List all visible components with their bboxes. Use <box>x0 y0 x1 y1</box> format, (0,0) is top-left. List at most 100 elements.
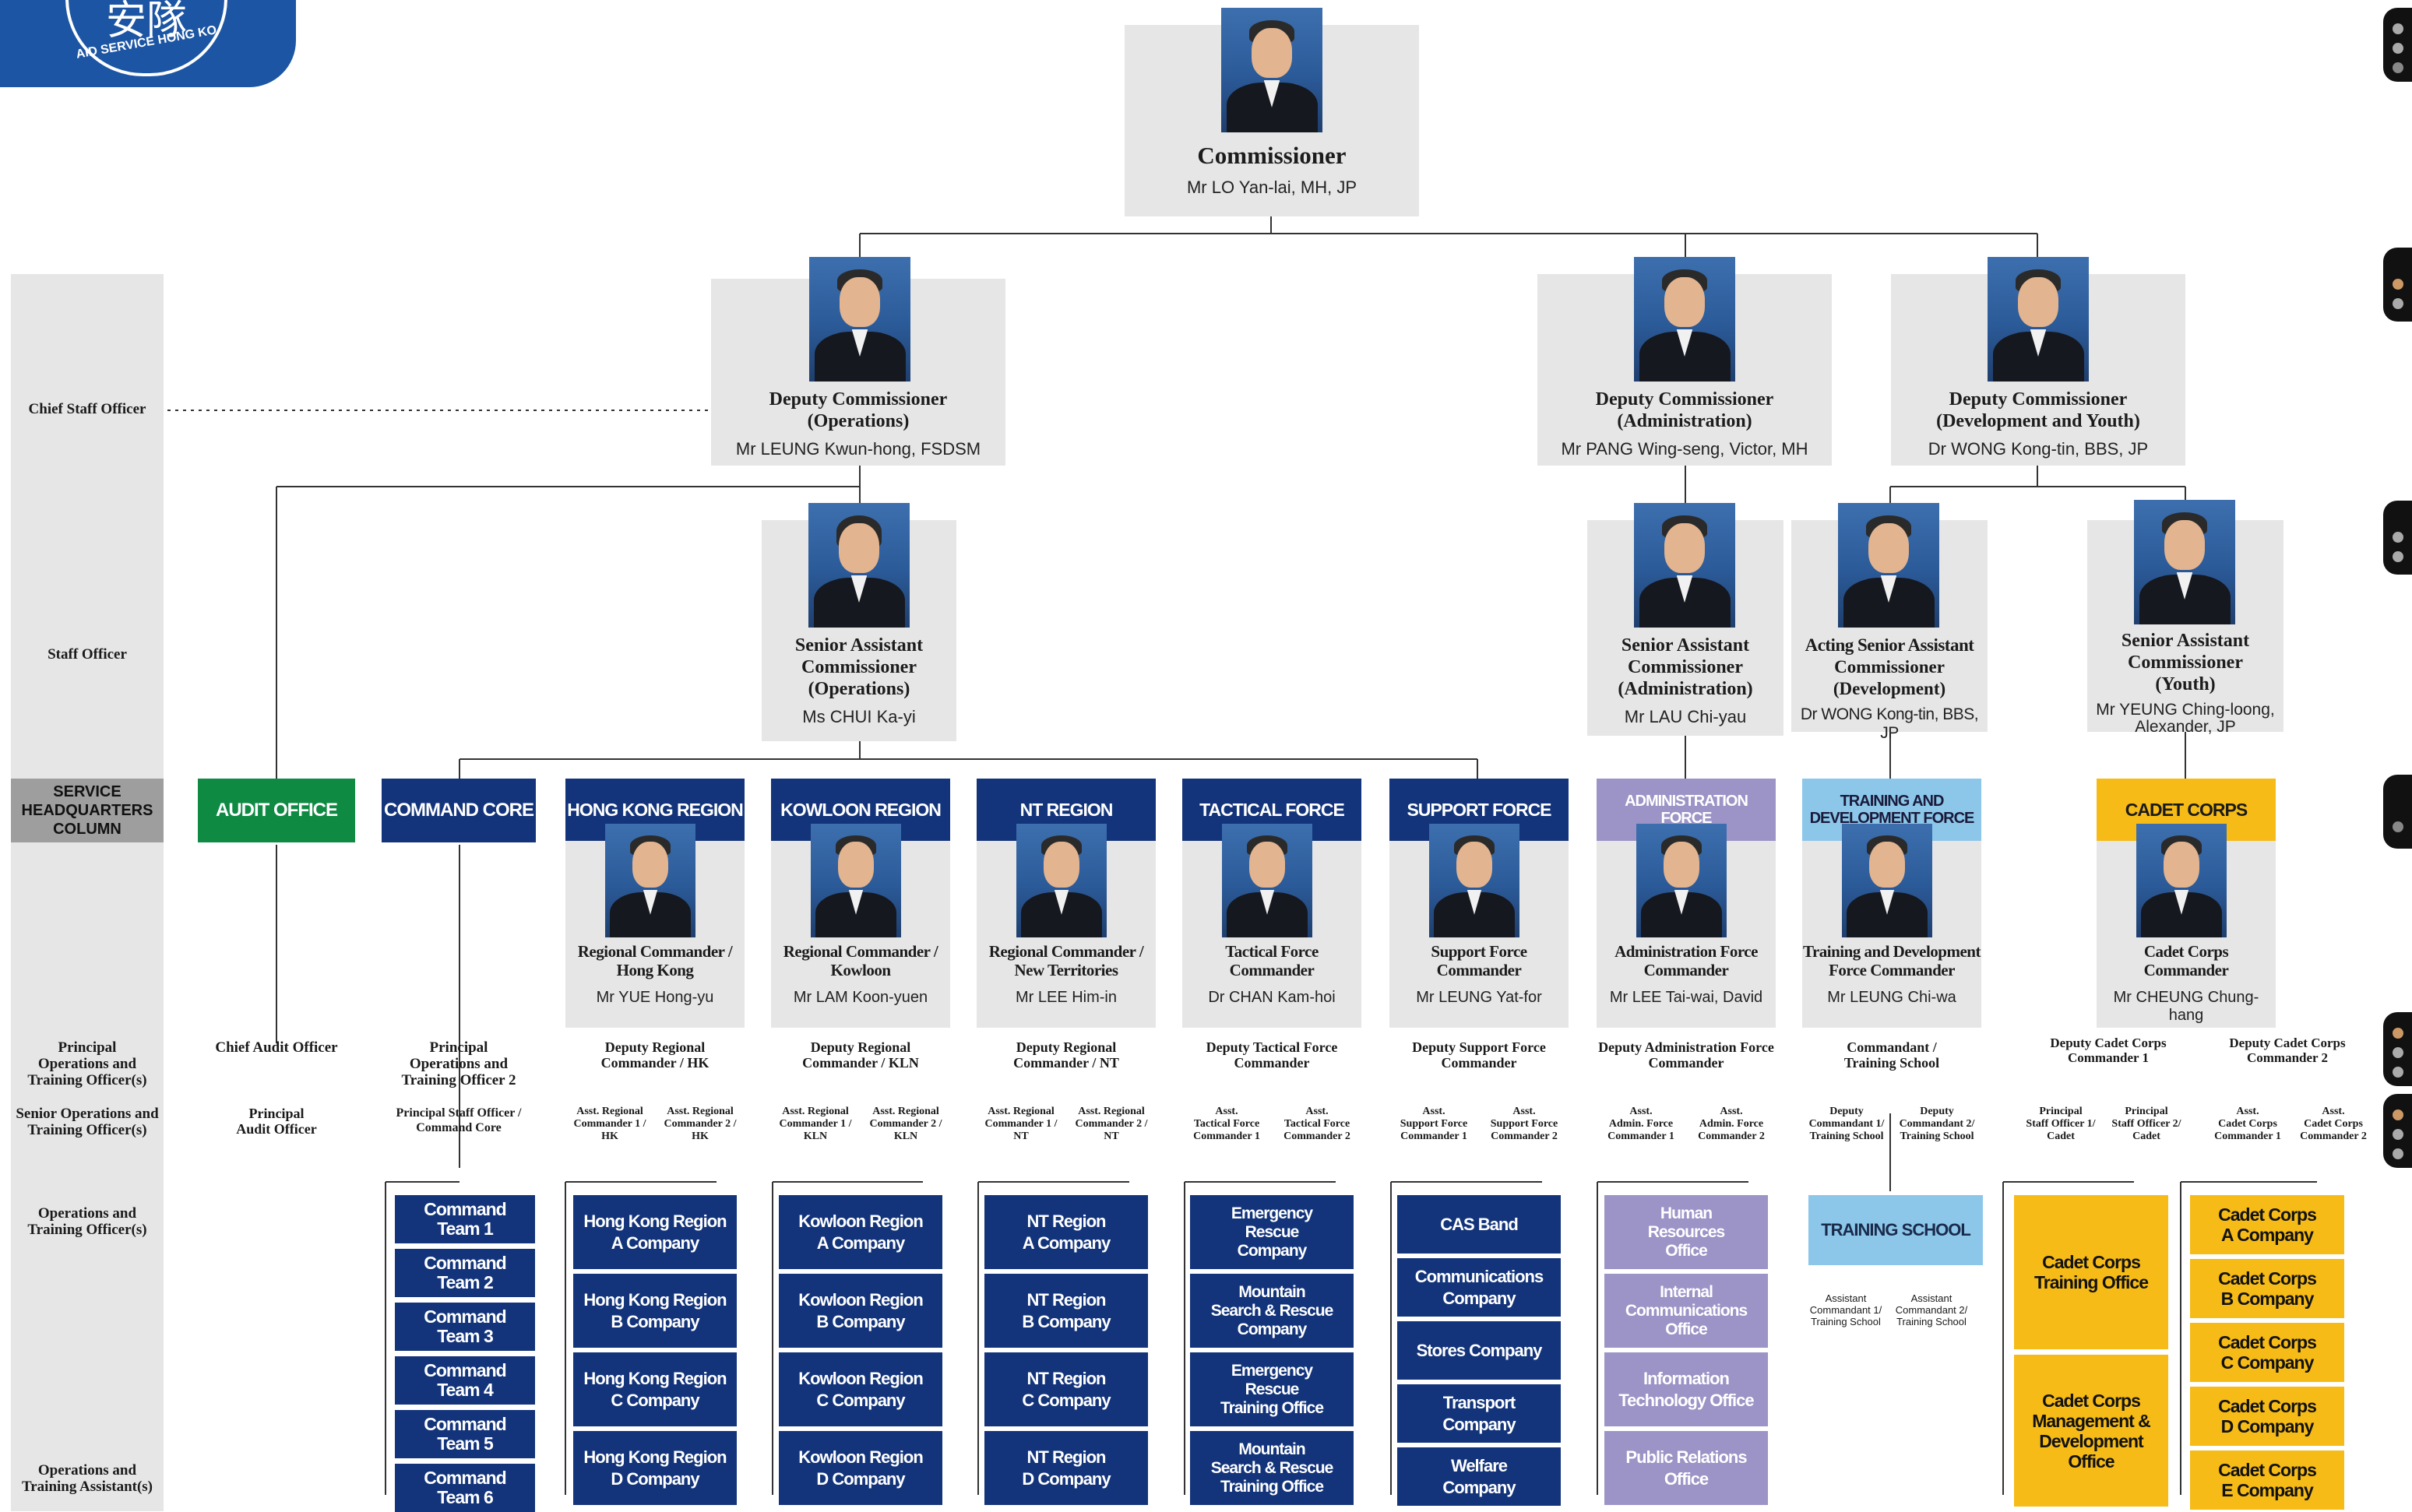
sac-title-line: Commissioner <box>2128 652 2243 673</box>
text-line: Cadet Corps <box>2304 1118 2363 1130</box>
text-line: NT Region <box>1026 1211 1107 1231</box>
force-header-line: ADMINISTRATION <box>1625 793 1748 810</box>
force-header-line: DEVELOPMENT FORCE <box>1809 810 1975 827</box>
text-line: Cadet Corps <box>2218 1268 2317 1289</box>
text-line: Training Office <box>2033 1272 2149 1292</box>
text-line: Cadet <box>2132 1130 2160 1142</box>
text-line: Training School <box>1896 1316 1967 1327</box>
text-line: HK <box>601 1130 618 1142</box>
sac-operations-card: Senior Assistant Commissioner (Operation… <box>762 503 956 741</box>
text-line: Team 3 <box>437 1326 494 1346</box>
text-line: Commander <box>1436 961 1522 979</box>
text-line: Admin. Force <box>1608 1118 1674 1130</box>
text-line: Hong Kong Region <box>583 1447 727 1467</box>
text-line: Cadet Corps <box>2218 1396 2317 1416</box>
shq-label-line: COLUMN <box>53 821 121 838</box>
text-line: Office <box>1665 1241 1708 1260</box>
text-line: Tactical Force <box>1225 942 1319 961</box>
text-line: Cadet Corps <box>2042 1390 2141 1411</box>
text-line: HK <box>692 1130 709 1142</box>
force-header: TACTICAL FORCE <box>1182 779 1361 841</box>
text-line: Deputy Administration Force <box>1598 1039 1774 1055</box>
text-line: Commander <box>1229 961 1315 979</box>
text-line: Asst. Regional <box>782 1106 849 1117</box>
text-line: Development <box>2039 1430 2143 1451</box>
text-line: Commander / HK <box>600 1055 710 1071</box>
text-line: Command <box>424 1199 506 1219</box>
sac-title-line: (Operations) <box>808 679 910 699</box>
text-line: Commander <box>1441 1055 1517 1071</box>
text-line: Commandant 1/ <box>1808 1118 1885 1130</box>
command-core-header: COMMAND CORE <box>382 779 536 842</box>
rank-insignia-icon <box>2383 248 2412 322</box>
force-header: SUPPORT FORCE <box>1389 779 1569 841</box>
force-header-line: KOWLOON REGION <box>780 800 942 820</box>
commander-photo <box>1429 824 1519 937</box>
label-line: Operations and <box>37 1205 137 1222</box>
text-line: Deputy Regional <box>604 1039 706 1055</box>
text-line: Commander 2 / <box>664 1118 737 1130</box>
commander-photo <box>1222 824 1312 937</box>
text-line: Commander 1 <box>1400 1130 1467 1142</box>
audit-office-header: AUDIT OFFICE <box>198 779 355 842</box>
text-line: Training Office <box>1220 1398 1324 1417</box>
label-line: Operations and <box>37 1462 137 1479</box>
deputy-name: Mr PANG Wing-seng, Victor, MH <box>1561 439 1808 459</box>
commissioner-title: Commissioner <box>1197 142 1347 169</box>
text-line: Human <box>1660 1204 1713 1222</box>
label-line: Audit Officer <box>236 1121 317 1137</box>
text-line: Command <box>424 1468 506 1488</box>
text-line: Asst. Regional <box>1078 1106 1145 1117</box>
rank-insignia-icon <box>2383 501 2412 575</box>
text-line: Emergency <box>1231 1204 1313 1222</box>
command-core-senior: Principal Staff Officer / Command Core <box>377 1106 540 1135</box>
text-line: Asst. <box>1215 1106 1238 1117</box>
text-line: Command <box>424 1306 506 1327</box>
deputy-name: Dr WONG Kong-tin, BBS, JP <box>1928 439 2149 459</box>
text-line: Commander 1 <box>2214 1130 2281 1142</box>
text-line: Welfare <box>1450 1455 1508 1475</box>
text-line: Admin. Force <box>1699 1118 1764 1130</box>
text-line: D Company <box>816 1468 905 1489</box>
text-line: Hong Kong Region <box>583 1289 727 1310</box>
deputy-title-line: Deputy Commissioner <box>1949 389 2128 410</box>
text-line: Commander 1 / <box>573 1118 646 1130</box>
text-line: Cadet Corps <box>2218 1332 2317 1352</box>
text-line: Office <box>2068 1450 2114 1472</box>
label-line: Command Core <box>416 1121 502 1134</box>
text-line: B Company <box>816 1311 905 1331</box>
text-line: D Company <box>611 1468 699 1489</box>
text-line: Deputy Regional <box>1016 1039 1117 1055</box>
text-line: Commander 2 <box>1698 1130 1765 1142</box>
commander-photo <box>1842 824 1932 937</box>
deputy-admin-photo <box>1634 257 1735 382</box>
deputy-ops-photo <box>809 257 910 382</box>
text-line: Asst. <box>1305 1106 1329 1117</box>
text-line: Commander / NT <box>1013 1055 1119 1071</box>
text-line: TRAINING SCHOOL <box>1821 1220 1971 1239</box>
text-line: Support Force <box>1490 1118 1558 1130</box>
text-line: Regional Commander / <box>988 942 1144 961</box>
text-line: Commander <box>1643 961 1729 979</box>
text-line: Support Force <box>1400 1118 1468 1130</box>
sac-name: Mr YEUNG Ching-loong, <box>2096 701 2275 719</box>
text-line: A Company <box>611 1232 699 1253</box>
text-line: Commander 1 / <box>779 1118 852 1130</box>
deputy-name: Mr LEUNG Kwun-hong, FSDSM <box>735 439 981 459</box>
